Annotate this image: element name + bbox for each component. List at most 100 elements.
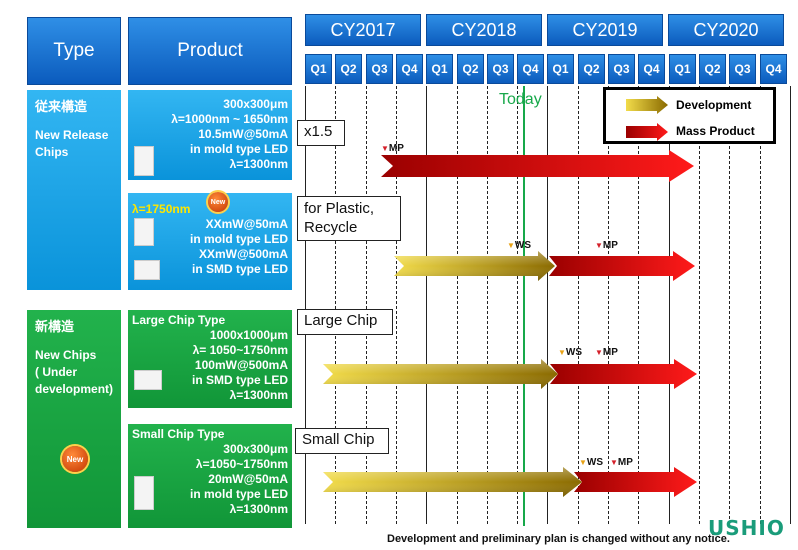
year-header: CY2019 <box>547 14 663 46</box>
callout-small-chip: Small Chip <box>295 428 389 454</box>
quarter-header: Q4 <box>638 54 665 84</box>
quarter-header: Q2 <box>699 54 726 84</box>
quarter-gridline <box>669 86 670 524</box>
quarter-gridline <box>547 86 548 524</box>
group-conventional-sub: New Release Chips <box>35 128 109 159</box>
mp-label: MP <box>602 240 618 251</box>
quarter-gridline <box>578 86 579 524</box>
quarter-header: Q1 <box>669 54 696 84</box>
p2-line-1: in mold type LED <box>189 232 288 246</box>
product-3: Large Chip Type 1000x1000μm λ= 1050~1750… <box>128 310 292 408</box>
p1-line-2: 10.5mW@50mA <box>198 127 288 141</box>
quarter-header: Q1 <box>426 54 453 84</box>
quarter-header: Q2 <box>335 54 362 84</box>
p2-new-badge: New <box>208 192 228 212</box>
ws-label: WS <box>565 347 583 358</box>
footer-note: Development and preliminary plan is chan… <box>387 533 730 545</box>
quarter-gridline <box>517 86 518 524</box>
quarter-gridline <box>335 86 336 524</box>
group-conventional: 従来構造 New Release Chips <box>27 90 121 290</box>
group-conventional-title: 従来構造 <box>35 99 88 114</box>
row2-mp-marker: ▼MP <box>595 240 618 251</box>
row4-mp-marker: ▼MP <box>610 457 633 468</box>
quarter-gridline <box>487 86 488 524</box>
legend-mass-product: Mass Product <box>676 124 755 138</box>
p2-line-2: XXmW@500mA <box>198 247 288 261</box>
quarter-header: Q4 <box>517 54 544 84</box>
callout-large-chip: Large Chip <box>297 309 393 335</box>
row1-mass-arrow <box>381 150 694 182</box>
row2-ws-marker: ▼WS <box>507 240 532 251</box>
year-header: CY2017 <box>305 14 421 46</box>
led-image <box>134 146 154 176</box>
p2-head: λ=1750nm <box>132 202 191 216</box>
quarter-header: Q3 <box>487 54 514 84</box>
quarter-header: Q2 <box>578 54 605 84</box>
quarter-gridline <box>426 86 427 524</box>
product-1: 300x300μm λ=1000nm ~ 1650nm 10.5mW@50mA … <box>128 90 292 180</box>
p4-line-1: λ=1050~1750nm <box>195 457 288 471</box>
quarter-gridline <box>729 86 730 524</box>
quarter-gridline <box>457 86 458 524</box>
p1-line-3: in mold type LED <box>189 142 288 156</box>
quarter-header: Q4 <box>760 54 787 84</box>
row4-ws-marker: ▼WS <box>579 457 604 468</box>
p4-line-3: in mold type LED <box>189 487 288 501</box>
p2-line-3: in SMD type LED <box>191 262 288 276</box>
row4-dev-shade <box>323 467 582 497</box>
p1-line-1: λ=1000nm ~ 1650nm <box>171 112 288 126</box>
quarter-gridline <box>608 86 609 524</box>
row3-ws-marker: ▼WS <box>558 347 583 358</box>
quarter-header: Q3 <box>608 54 635 84</box>
quarter-header: Q1 <box>305 54 332 84</box>
quarter-gridline <box>699 86 700 524</box>
led-image <box>134 476 154 510</box>
p4-head: Small Chip Type <box>132 427 225 441</box>
today-label: Today <box>499 91 542 108</box>
quarter-gridline <box>638 86 639 524</box>
p4-line-2: 20mW@50mA <box>208 472 288 486</box>
callout-plastic-recycle: for Plastic, Recycle <box>297 196 401 241</box>
row2-mass-arrow <box>549 251 695 281</box>
p3-line-3: in SMD type LED <box>191 373 288 387</box>
p1-line-0: 300x300μm <box>223 97 288 111</box>
ushio-logo: USHIO <box>708 516 785 540</box>
quarter-gridline <box>366 86 367 524</box>
callout-x1-5: x1.5 <box>297 120 345 146</box>
p4-line-0: 300x300μm <box>223 442 288 456</box>
p3-line-1: λ= 1050~1750nm <box>192 343 288 357</box>
mp-label: MP <box>617 457 633 468</box>
new-badge: New <box>62 446 88 472</box>
product-header: Product <box>128 17 292 85</box>
p3-line-4: λ=1300nm <box>229 388 288 402</box>
legend: Development Mass Product <box>603 87 776 144</box>
quarter-header: Q1 <box>547 54 574 84</box>
product-4: Small Chip Type 300x300μm λ=1050~1750nm … <box>128 424 292 528</box>
quarter-gridline <box>790 86 791 524</box>
ws-label: WS <box>586 457 604 468</box>
mp-label: MP <box>388 143 404 154</box>
p1-line-4: λ=1300nm <box>229 157 288 171</box>
row3-mp-marker: ▼MP <box>595 347 618 358</box>
row1-mp-marker: ▼MP <box>381 143 404 154</box>
p3-head: Large Chip Type <box>132 313 226 327</box>
year-header: CY2020 <box>668 14 784 46</box>
group-new-sub: New Chips ( Under development) <box>35 348 114 396</box>
mp-label: MP <box>602 347 618 358</box>
row2-dev-shade <box>394 251 555 281</box>
p2-line-0: XXmW@50mA <box>205 217 288 231</box>
smd-image <box>134 260 160 280</box>
row4-dev-arrow <box>323 467 582 497</box>
ws-label: WS <box>514 240 532 251</box>
quarter-gridline <box>396 86 397 524</box>
led-image <box>134 218 154 246</box>
group-new: 新構造 New Chips ( Under development) <box>27 310 121 528</box>
p3-line-2: 100mW@500mA <box>194 358 288 372</box>
today-line <box>523 86 525 526</box>
type-header: Type <box>27 17 121 85</box>
p3-line-0: 1000x1000μm <box>209 328 288 342</box>
year-header: CY2018 <box>426 14 542 46</box>
quarter-gridline <box>760 86 761 524</box>
p4-line-4: λ=1300nm <box>229 502 288 516</box>
row2-dev-arrow <box>394 251 555 281</box>
